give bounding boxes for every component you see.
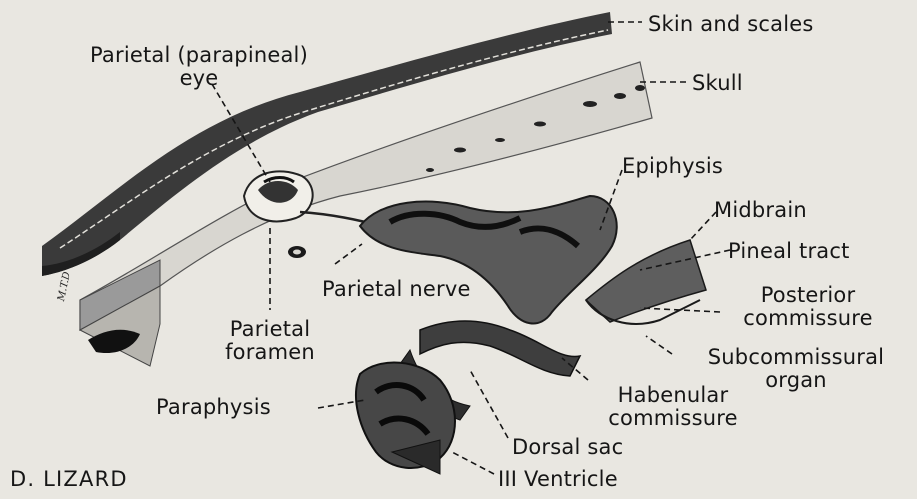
label-posterior-commissure-line2: commissure [718, 307, 898, 330]
label-parietal-foramen-line2: foramen [200, 341, 340, 364]
label-habenular-commissure: Habenular commissure [578, 384, 768, 430]
label-parietal-eye-line2: eye [54, 67, 344, 90]
label-skin-and-scales: Skin and scales [648, 13, 814, 36]
label-epiphysis: Epiphysis [622, 155, 723, 178]
label-posterior-commissure: Posterior commissure [718, 284, 898, 330]
label-midbrain: Midbrain [714, 199, 807, 222]
label-paraphysis: Paraphysis [156, 396, 271, 419]
label-subcommissural-organ-line1: Subcommissural [680, 346, 912, 369]
label-parietal-nerve: Parietal nerve [322, 278, 471, 301]
label-posterior-commissure-line1: Posterior [718, 284, 898, 307]
epiphysis-body [360, 196, 617, 323]
label-third-ventricle: III Ventricle [498, 468, 618, 491]
label-skull: Skull [692, 72, 743, 95]
label-habenular-commissure-line2: commissure [578, 407, 768, 430]
parietal-eye-structure [244, 171, 313, 221]
parietal-foramen-opening [288, 246, 306, 258]
label-parietal-eye: Parietal (parapineal) eye [54, 44, 344, 90]
label-habenular-commissure-line1: Habenular [578, 384, 768, 407]
label-parietal-foramen-line1: Parietal [200, 318, 340, 341]
figure-caption: D. LIZARD [10, 467, 128, 491]
label-dorsal-sac: Dorsal sac [512, 436, 623, 459]
label-parietal-foramen: Parietal foramen [200, 318, 340, 364]
paraphysis-body [356, 363, 455, 474]
label-pineal-tract: Pineal tract [728, 240, 850, 263]
label-parietal-eye-line1: Parietal (parapineal) [54, 44, 344, 67]
